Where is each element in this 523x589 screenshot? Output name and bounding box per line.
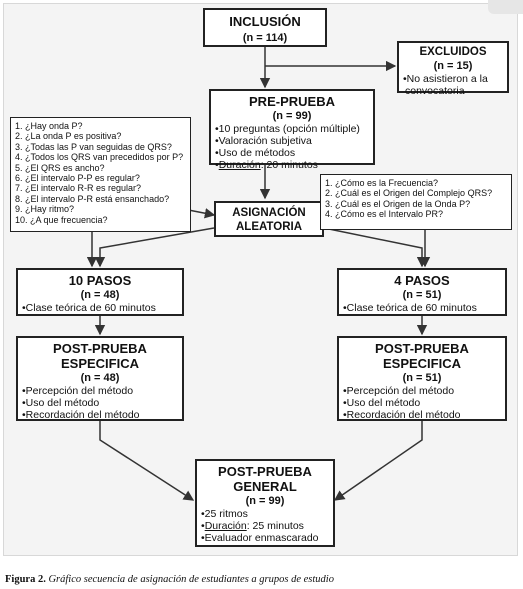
question-item: 2. ¿Cuál es el Origen del Complejo QRS? bbox=[325, 188, 493, 199]
post-specific-right-box: POST-PRUEBA ESPECIFICA (n = 51) •Percepc… bbox=[337, 336, 507, 421]
random-assignment-line-1: ASIGNACIÓN bbox=[232, 207, 306, 219]
duration-value: : 25 minutos bbox=[246, 520, 304, 532]
window-corner-tab bbox=[488, 0, 523, 14]
inclusion-title: INCLUSIÓN bbox=[229, 14, 301, 29]
question-item: 1. ¿Hay onda P? bbox=[15, 121, 83, 131]
steps-10-count: (n = 48) bbox=[80, 289, 120, 301]
random-assignment-box: ASIGNACIÓN ALEATORIA bbox=[214, 201, 324, 237]
post-specific-left-item: •Uso del método bbox=[22, 397, 100, 409]
duration-label: Duración bbox=[218, 159, 261, 171]
steps-4-count: (n = 51) bbox=[402, 289, 442, 301]
inclusion-count: (n = 114) bbox=[242, 32, 288, 44]
arrow-assignment-to-10-steps bbox=[94, 227, 215, 268]
pretest-count: (n = 99) bbox=[272, 110, 312, 122]
post-specific-right-item: •Recordación del método bbox=[343, 409, 461, 421]
pretest-item: •Uso de métodos bbox=[215, 147, 296, 159]
question-item: 6. ¿El intervalo P-P es regular? bbox=[15, 173, 140, 184]
post-general-duration: •Duración: 25 minutos bbox=[197, 520, 333, 532]
pretest-title: PRE-PRUEBA bbox=[249, 94, 335, 109]
question-item: 10. ¿A que frecuencia? bbox=[15, 214, 108, 225]
duration-label: Duración bbox=[204, 520, 247, 532]
post-general-box: POST-PRUEBA GENERAL (n = 99) •25 ritmos … bbox=[195, 459, 335, 547]
post-specific-left-count: (n = 48) bbox=[80, 372, 120, 384]
excluded-reason-line-1: •No asistieron a la bbox=[403, 73, 488, 85]
arrow-right-post-specific-to-general bbox=[333, 421, 423, 501]
questions-10-box: 1. ¿Hay onda P? 2. ¿La onda P es positiv… bbox=[10, 117, 191, 232]
bullet: • bbox=[215, 159, 219, 171]
post-specific-right-title-2: ESPECIFICA bbox=[382, 356, 461, 371]
bullet: • bbox=[201, 520, 205, 532]
post-general-title-1: POST-PRUEBA bbox=[218, 464, 312, 479]
pretest-item: •Valoración subjetiva bbox=[215, 135, 312, 147]
pretest-duration: •Duración: 20 minutos bbox=[211, 159, 373, 171]
post-general-item: •Evaluador enmascarado bbox=[201, 532, 319, 544]
post-specific-right-item: •Percepción del método bbox=[343, 385, 455, 397]
question-item: 7. ¿El intervalo R-R es regular? bbox=[15, 183, 142, 194]
arrow-left-post-specific-to-general bbox=[99, 421, 195, 501]
steps-10-box: 10 PASOS (n = 48) •Clase teórica de 60 m… bbox=[16, 268, 184, 316]
question-item: 4. ¿Todos los QRS van precedidos por P? bbox=[15, 152, 184, 163]
post-general-title-2: GENERAL bbox=[233, 479, 297, 494]
excluded-reason-line-2: convocatoria bbox=[405, 85, 465, 97]
inclusion-box: INCLUSIÓN (n = 114) bbox=[203, 8, 327, 47]
question-item: 1. ¿Cómo es la Frecuencia? bbox=[325, 178, 439, 188]
excluded-title: EXCLUIDOS bbox=[419, 46, 487, 58]
question-item: 8. ¿El intervalo P-R está ensanchado? bbox=[15, 193, 170, 204]
steps-4-box: 4 PASOS (n = 51) •Clase teórica de 60 mi… bbox=[337, 268, 507, 316]
post-specific-right-count: (n = 51) bbox=[402, 372, 442, 384]
question-item: 3. ¿Todas las P van seguidas de QRS? bbox=[15, 141, 172, 152]
random-assignment-line-2: ALEATORIA bbox=[235, 221, 303, 233]
post-general-item: •25 ritmos bbox=[201, 508, 248, 520]
post-specific-left-title-2: ESPECIFICA bbox=[60, 356, 139, 371]
post-specific-left-item: •Recordación del método bbox=[22, 409, 140, 421]
excluded-count: (n = 15) bbox=[433, 60, 473, 72]
post-specific-right-title-1: POST-PRUEBA bbox=[375, 341, 469, 356]
question-item: 9. ¿Hay ritmo? bbox=[15, 204, 75, 215]
steps-4-item: •Clase teórica de 60 minutos bbox=[343, 302, 477, 314]
post-specific-left-item: •Percepción del método bbox=[22, 385, 134, 397]
duration-value: : 20 minutos bbox=[260, 159, 318, 171]
figure-caption: Figura 2. Gráfico secuencia de asignació… bbox=[5, 574, 334, 585]
question-item: 4. ¿Cómo es el Intervalo PR? bbox=[325, 209, 444, 220]
pretest-item: •10 preguntas (opción múltiple) bbox=[215, 123, 360, 135]
post-specific-left-title-1: POST-PRUEBA bbox=[53, 341, 147, 356]
questions-4-box: 1. ¿Cómo es la Frecuencia? 2. ¿Cuál es e… bbox=[320, 174, 512, 230]
figure-caption-text: Gráfico secuencia de asignación de estud… bbox=[48, 574, 334, 585]
steps-4-title: 4 PASOS bbox=[394, 273, 450, 288]
question-item: 5. ¿El QRS es ancho? bbox=[15, 162, 105, 173]
figure-number: Figura 2. bbox=[5, 574, 46, 585]
post-specific-left-box: POST-PRUEBA ESPECIFICA (n = 48) •Percepc… bbox=[16, 336, 184, 421]
post-specific-right-item: •Uso del método bbox=[343, 397, 421, 409]
question-item: 2. ¿La onda P es positiva? bbox=[15, 131, 122, 142]
steps-10-title: 10 PASOS bbox=[68, 273, 132, 288]
post-general-count: (n = 99) bbox=[245, 495, 285, 507]
arrow-assignment-to-4-steps bbox=[323, 227, 428, 268]
steps-10-item: •Clase teórica de 60 minutos bbox=[22, 302, 156, 314]
excluded-box: EXCLUIDOS (n = 15) •No asistieron a la c… bbox=[397, 41, 509, 97]
pretest-box: PRE-PRUEBA (n = 99) •10 preguntas (opció… bbox=[209, 89, 375, 171]
question-item: 3. ¿Cuál es el Origen de la Onda P? bbox=[325, 198, 471, 209]
